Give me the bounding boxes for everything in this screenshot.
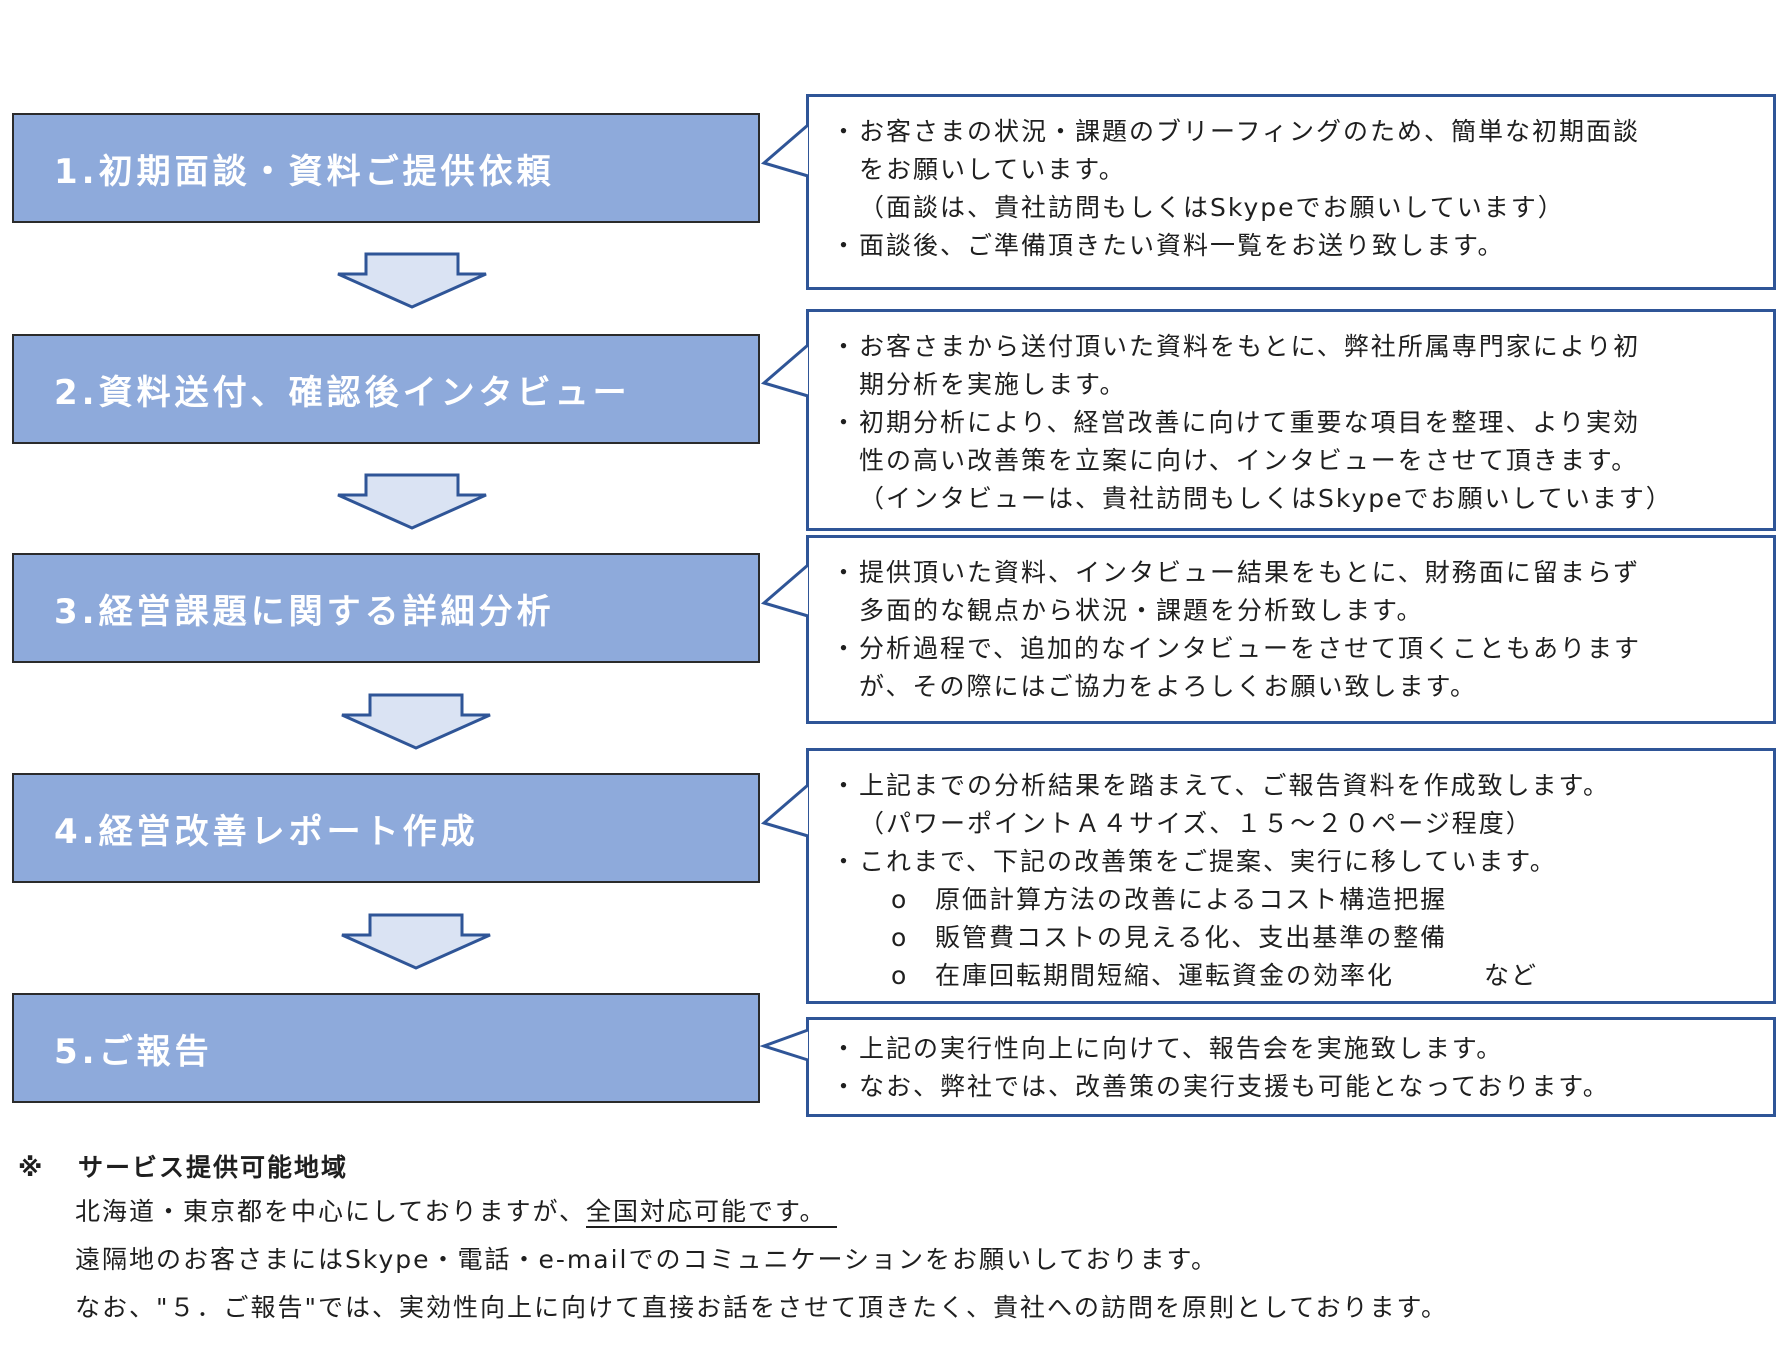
step-3-label: 3.経営課題に関する詳細分析 <box>54 591 555 632</box>
callout-2-text: 初期分析により、経営改善に向けて重要な項目を整理、より実効 <box>859 408 1641 437</box>
callout-5-text: 上記の実行性向上に向けて、報告会を実施致します。 <box>859 1034 1504 1063</box>
note-line-2: 遠隔地のお客さまにはSkype・電話・e-mailでのコミュニケーションをお願い… <box>75 1245 1218 1274</box>
callout-5: ・上記の実行性向上に向けて、報告会を実施致します。 ・なお、弊社では、改善策の実… <box>806 1017 1776 1117</box>
callout-1-text: 面談後、ご準備頂きたい資料一覧をお送り致します。 <box>859 231 1505 260</box>
callout-4-text: 上記までの分析結果を踏まえて、ご報告資料を作成致します。 <box>859 771 1611 800</box>
note-title: サービス提供可能地域 <box>78 1153 349 1182</box>
callout-2-text: 性の高い改善策を立案に向け、インタビューをさせて頂きます。 <box>859 446 1639 475</box>
note-mark: ※ <box>18 1153 45 1182</box>
callout-4-etc: など <box>1484 961 1539 990</box>
callout-4: ・上記までの分析結果を踏まえて、ご報告資料を作成致します。 （パワーポイントＡ４… <box>806 748 1776 1004</box>
callout-3-text: が、その際にはご協力をよろしくお願い致します。 <box>859 672 1478 701</box>
step-2-label: 2.資料送付、確認後インタビュー <box>54 372 631 413</box>
callout-2-note: （インタビューは、貴社訪問もしくはSkypeでお願いしています） <box>859 484 1673 513</box>
callout-3-pointer <box>760 563 809 618</box>
callout-3: ・提供頂いた資料、インタビュー結果をもとに、財務面に留まらず 多面的な観点から状… <box>806 535 1776 724</box>
bullet-marker: ・ <box>831 558 859 587</box>
step-3: 3.経営課題に関する詳細分析 <box>12 553 760 663</box>
sub-bullet-marker: o <box>891 885 909 914</box>
callout-2: ・お客さまから送付頂いた資料をもとに、弊社所属専門家により初 期分析を実施します… <box>806 309 1776 531</box>
sub-bullet-marker: o <box>891 923 909 952</box>
bullet-marker: ・ <box>831 634 859 663</box>
bullet-marker: ・ <box>831 117 859 146</box>
callout-5-pointer <box>759 1028 809 1062</box>
callout-1-text: をお願いしています。 <box>859 155 1126 184</box>
bullet-marker: ・ <box>831 1072 859 1101</box>
callout-1-text: お客さまの状況・課題のブリーフィングのため、簡単な初期面談 <box>859 117 1641 146</box>
callout-4-text: これまで、下記の改善策をご提案、実行に移しています。 <box>859 847 1557 876</box>
note-line-3: なお、"５．ご報告"では、実効性向上に向けて直接お話をさせて頂きたく、貴社への訪… <box>75 1293 1449 1322</box>
down-arrow-3 <box>341 693 491 750</box>
callout-3-text: 分析過程で、追加的なインタビューをさせて頂くこともあります <box>859 634 1642 663</box>
callout-5-text: なお、弊社では、改善策の実行支援も可能となっております。 <box>859 1072 1610 1101</box>
down-arrow-2 <box>337 473 487 530</box>
step-4: 4.経営改善レポート作成 <box>12 773 760 883</box>
callout-2-pointer <box>760 343 809 398</box>
step-2: 2.資料送付、確認後インタビュー <box>12 334 760 444</box>
service-area-note: ※ サービス提供可能地域 北海道・東京都を中心にしておりますが、全国対応可能です… <box>18 1148 1758 1332</box>
step-1: 1.初期面談・資料ご提供依頼 <box>12 113 760 223</box>
note-line-1: 北海道・東京都を中心にしておりますが、全国対応可能です。 <box>18 1188 1758 1236</box>
callout-2-text: 期分析を実施します。 <box>859 370 1127 399</box>
callout-3-text: 提供頂いた資料、インタビュー結果をもとに、財務面に留まらず <box>859 558 1641 587</box>
step-4-label: 4.経営改善レポート作成 <box>54 811 479 852</box>
bullet-marker: ・ <box>831 1034 859 1063</box>
callout-1: ・お客さまの状況・課題のブリーフィングのため、簡単な初期面談 をお願いしています… <box>806 94 1776 290</box>
bullet-marker: ・ <box>831 847 859 876</box>
callout-1-pointer <box>760 123 809 178</box>
bullet-marker: ・ <box>831 771 859 800</box>
bullet-marker: ・ <box>831 408 859 437</box>
note-highlight: 全国対応可能です。 <box>586 1197 837 1228</box>
down-arrow-4 <box>341 913 491 970</box>
step-5-label: 5.ご報告 <box>54 1031 213 1072</box>
callout-4-pointer <box>760 783 809 838</box>
bullet-marker: ・ <box>831 332 859 361</box>
callout-1-note: （面談は、貴社訪問もしくはSkypeでお願いしています） <box>859 193 1565 222</box>
callout-3-text: 多面的な観点から状況・課題を分析致します。 <box>859 596 1424 625</box>
bullet-marker: ・ <box>831 231 859 260</box>
callout-2-text: お客さまから送付頂いた資料をもとに、弊社所属専門家により初 <box>859 332 1641 361</box>
sub-bullet-marker: o <box>891 961 909 990</box>
down-arrow-1 <box>337 252 487 309</box>
step-5: 5.ご報告 <box>12 993 760 1103</box>
callout-4-note: （パワーポイントＡ４サイズ、１５～２０ページ程度） <box>859 809 1533 838</box>
step-1-label: 1.初期面談・資料ご提供依頼 <box>54 151 555 192</box>
